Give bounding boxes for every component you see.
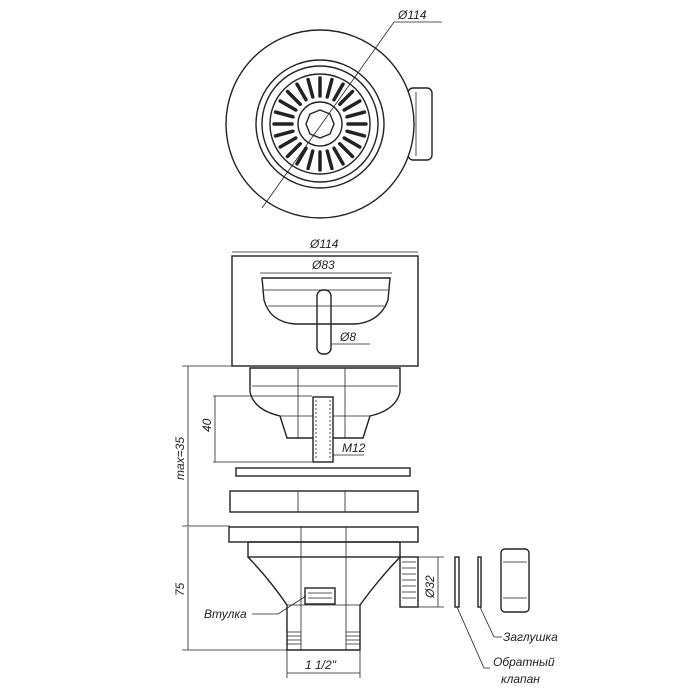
strainer-basket [261,277,391,325]
top-diameter-leader [261,21,442,209]
bushing-label: Втулка [204,607,247,621]
stem-length-label: 40 [200,418,214,432]
top-diameter-label: Ø114 [397,8,427,22]
strainer-diameter-label: Ø83 [311,258,335,272]
check-valve-label-1: Обратный [493,655,555,669]
outer-flange [225,29,415,219]
bottom-threads [287,631,360,645]
strainer-slot [325,77,334,99]
pin [316,289,332,355]
flange-diameter-label: Ø114 [309,237,339,251]
strainer-slot [273,129,295,138]
pin-diameter-label: Ø8 [339,330,356,344]
strainer-slot [342,136,362,149]
body-height-label: 75 [173,582,187,596]
side-outlet-thread [399,556,419,608]
check-valve-label-2: клапан [501,672,540,686]
strainer-slot [325,149,334,171]
strainer-slot [295,146,308,166]
gasket [235,467,411,477]
strainer-slot [345,110,367,119]
strainer-slot [278,136,298,149]
drain-body [249,367,401,439]
bushing-leader [252,595,307,615]
check-valve [454,556,460,608]
ring-washer [229,490,419,513]
side-view-lower: Ø32 75 1 1/2" Втулка Заглушка Обратный к… [173,526,558,686]
strainer-slot [332,146,345,166]
outlet-body [247,556,401,651]
strainer-slot [278,99,298,112]
plug-label: Заглушка [503,630,558,644]
stem-thread-label: M12 [342,441,366,455]
outlet-thread-label: 1 1/2" [305,658,337,672]
strainer-slot [295,82,308,102]
bushing [304,587,336,605]
plug [477,556,482,608]
top-view: Ø114 [225,8,442,219]
max-thickness-label: max=35 [173,437,187,480]
threaded-stem [312,396,334,463]
strainer-slot [338,89,355,106]
strainer-slot [345,129,367,138]
strainer-slot [285,89,302,106]
strainer-slot [338,142,355,159]
outlet-diameter-label: Ø32 [423,575,437,599]
center-hub [305,109,335,139]
strainer-slots [272,76,368,172]
strainer-slot [306,77,315,99]
strainer-slot [306,149,315,171]
strainer-slot [342,99,362,112]
plug-leader [479,606,502,638]
strainer-slot [332,82,345,102]
cap-nut [500,548,530,613]
check-valve-leader [456,606,490,669]
strainer-slot [285,142,302,159]
outlet-flange [228,526,419,543]
strainer-slot [273,110,295,119]
side-view-upper: Ø114 Ø83 Ø8 40 M12 max=35 [173,237,419,527]
